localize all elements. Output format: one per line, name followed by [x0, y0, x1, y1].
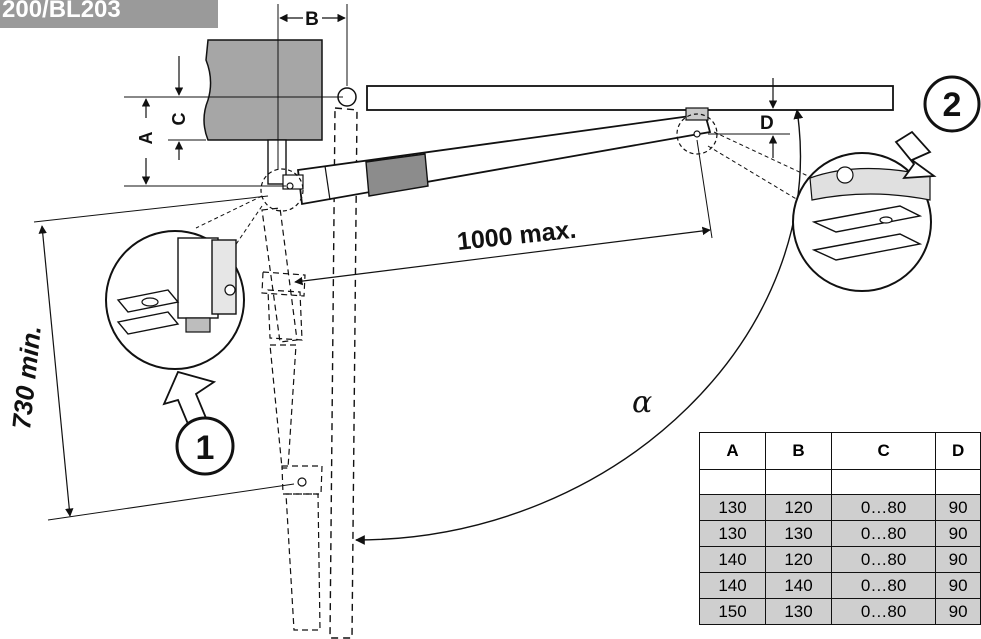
table-row: 140 140 0…80 90 — [699, 572, 981, 599]
table-cell: 130 — [699, 494, 766, 521]
table-cell: 130 — [699, 520, 766, 547]
label-b: B — [305, 9, 319, 30]
table-cell: 90 — [935, 520, 981, 547]
open-pivot — [297, 477, 307, 487]
table-cell — [699, 469, 766, 495]
table-cell — [935, 469, 981, 495]
actuator-open-2 — [261, 271, 306, 297]
detail-2-link-b — [713, 131, 809, 177]
gate-leaf-open — [329, 107, 358, 639]
table-cell: 0…80 — [830, 546, 937, 573]
front-pivot — [693, 130, 701, 138]
table-header-a: A — [699, 432, 766, 470]
rear-pivot — [286, 182, 294, 190]
table-cell: 0…80 — [830, 520, 937, 547]
detail-2-badge — [923, 75, 981, 133]
wall-pillar — [203, 39, 323, 141]
detail-2-pointer — [894, 130, 937, 180]
stroke-ext-right — [696, 139, 713, 239]
table-header-c: C — [830, 432, 937, 470]
actuator-divider — [324, 165, 331, 201]
detail-2-bracket — [809, 166, 931, 261]
table-cell: 90 — [935, 546, 981, 573]
table-row: 150 130 0…80 90 — [699, 598, 981, 625]
table-cell: 90 — [935, 598, 981, 625]
label-min-length: 730 min. — [6, 324, 47, 431]
table-row: 130 120 0…80 90 — [699, 494, 981, 521]
detail-1-number: 1 — [196, 429, 215, 467]
table-cell: 140 — [699, 572, 766, 599]
detail-2-number: 2 — [943, 86, 962, 124]
detail-1-link-a — [195, 195, 263, 229]
table-cell: 90 — [935, 572, 981, 599]
table-cell: 0…80 — [830, 494, 937, 521]
table-cell — [830, 469, 937, 495]
table-cell: 140 — [765, 572, 832, 599]
actuator-motor — [365, 153, 429, 197]
table-cell: 130 — [765, 520, 832, 547]
actuator-open-4 — [269, 344, 297, 469]
table-blank-row — [699, 469, 981, 495]
min-ext-top — [33, 195, 269, 223]
actuator-open-5 — [281, 465, 323, 495]
dimensions-table: A B C D 130 120 0…80 90 130 130 0…80 90 … — [699, 432, 981, 625]
table-header-row: A B C D — [699, 432, 981, 470]
label-angle: α — [632, 385, 652, 420]
table-cell: 120 — [765, 546, 832, 573]
detail-1-bracket — [116, 237, 237, 335]
table-cell: 0…80 — [830, 572, 937, 599]
model-tag: 200/BL203 — [0, 0, 218, 28]
table-header-b: B — [765, 432, 832, 470]
table-cell: 140 — [699, 546, 766, 573]
detail-1-pointer — [162, 370, 217, 426]
table-header-d: D — [935, 432, 981, 470]
actuator-open-1 — [261, 207, 298, 343]
table-cell: 130 — [765, 598, 832, 625]
label-d: D — [760, 113, 774, 134]
table-cell: 150 — [699, 598, 766, 625]
label-c: C — [169, 113, 189, 126]
rear-bracket — [267, 139, 287, 185]
label-stroke: 1000 max. — [456, 216, 578, 256]
actuator-body — [297, 113, 712, 206]
min-dim-line — [38, 225, 74, 517]
table-cell: 90 — [935, 494, 981, 521]
gate-leaf-closed — [366, 85, 894, 111]
detail-1-badge — [175, 416, 235, 476]
rear-pivot-zoom — [260, 168, 304, 212]
table-row: 130 130 0…80 90 — [699, 520, 981, 547]
min-ext-bottom — [47, 483, 295, 521]
table-cell — [765, 469, 832, 495]
actuator-open-3 — [267, 289, 303, 341]
table-row: 140 120 0…80 90 — [699, 546, 981, 573]
label-a: A — [136, 132, 156, 145]
actuator-open-6 — [285, 493, 321, 631]
table-cell: 120 — [765, 494, 832, 521]
table-cell: 0…80 — [830, 598, 937, 625]
